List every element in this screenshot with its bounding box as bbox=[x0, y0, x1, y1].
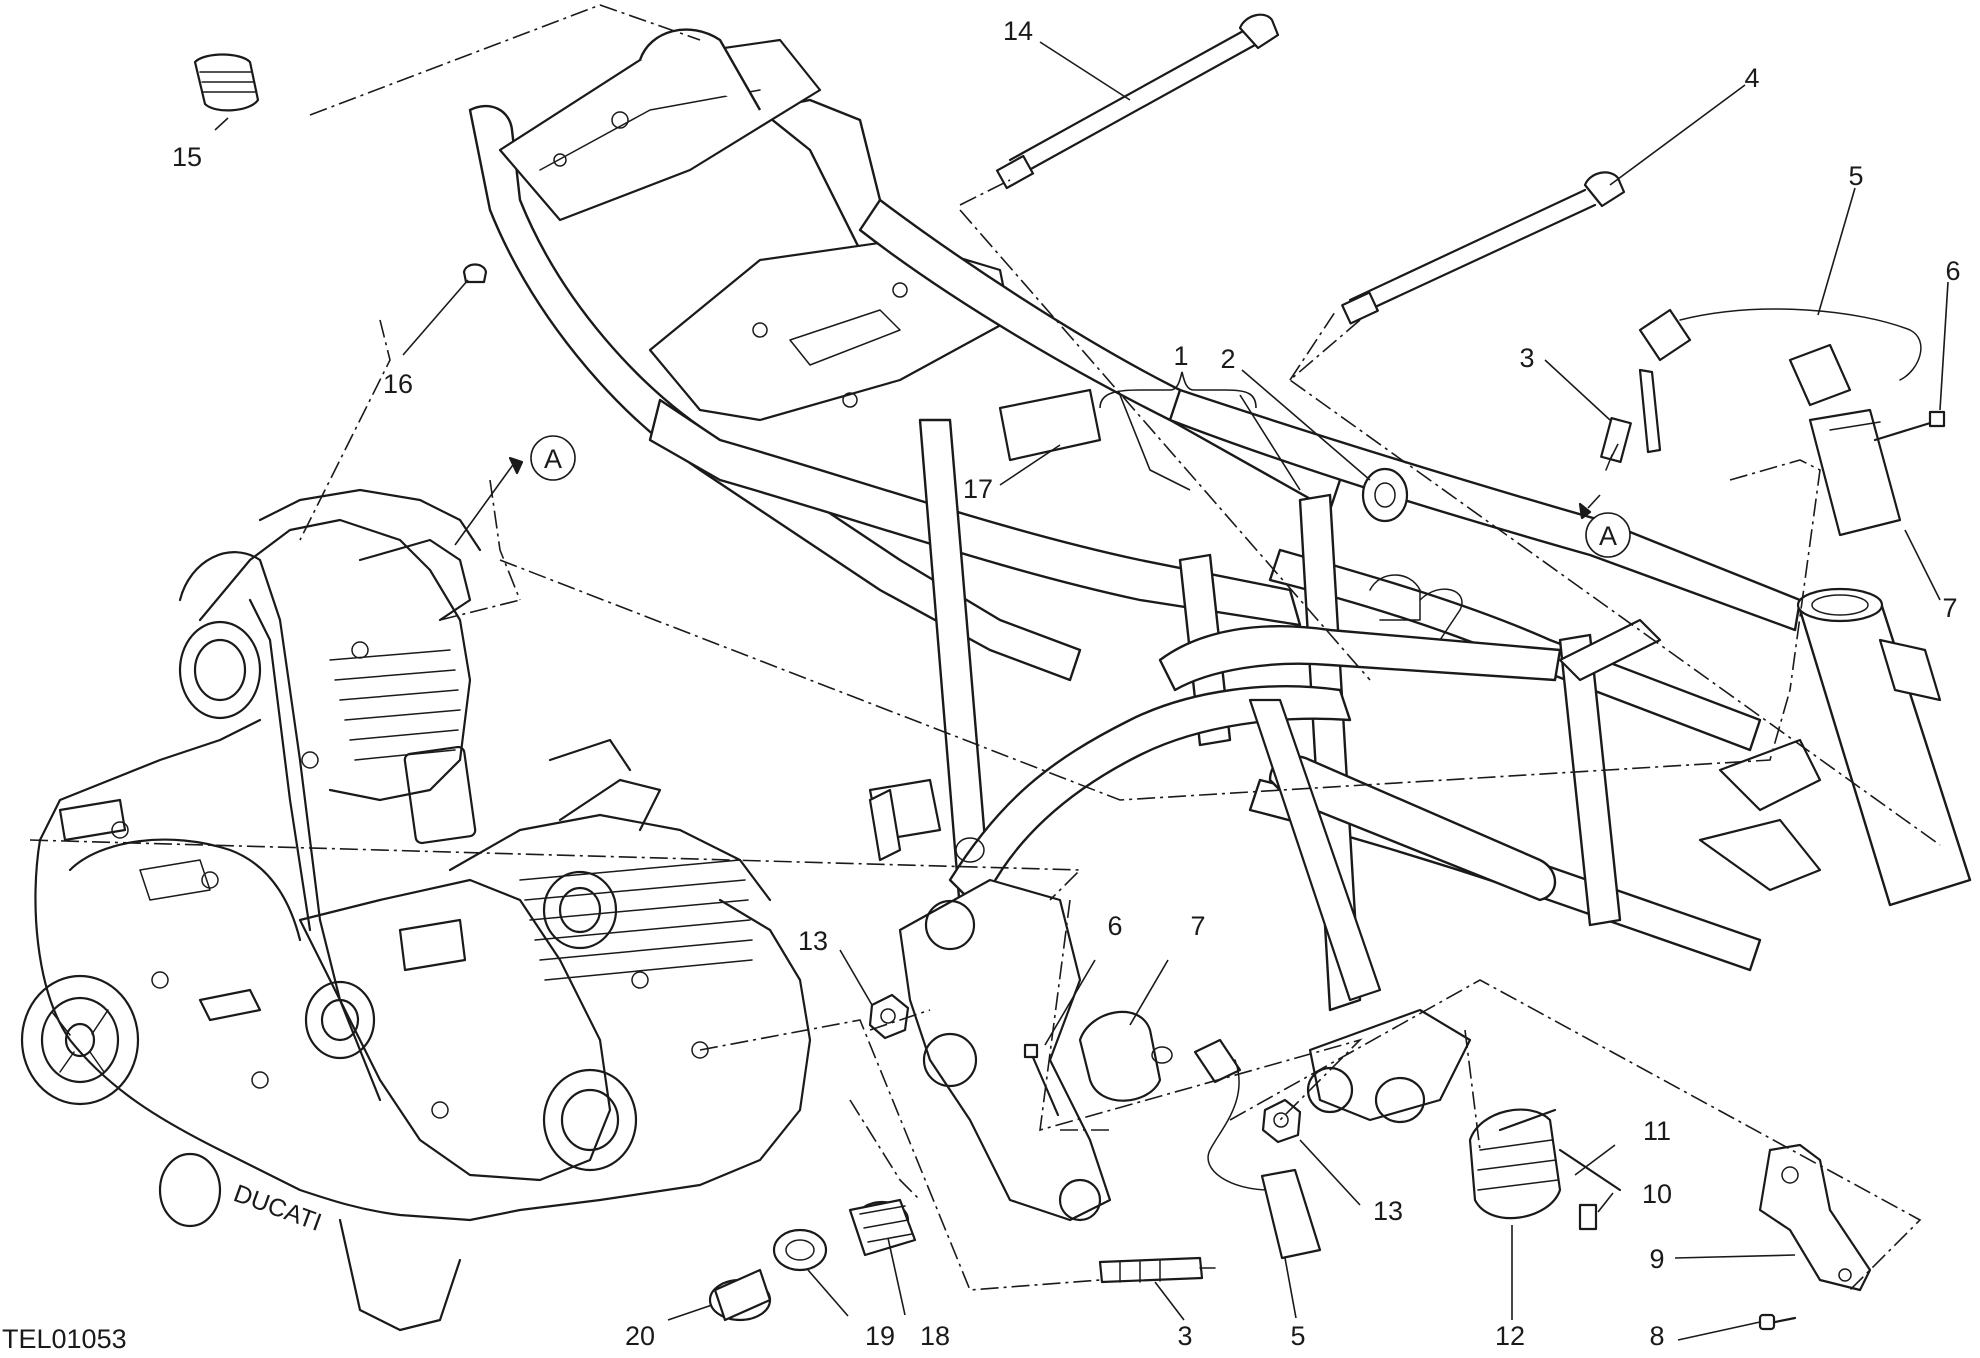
label-3-lower: 3 bbox=[1177, 1321, 1192, 1351]
label-5-upper: 5 bbox=[1848, 161, 1863, 191]
bolt-20 bbox=[708, 1268, 772, 1322]
label-20: 20 bbox=[625, 1321, 655, 1351]
label-6-upper: 6 bbox=[1945, 256, 1960, 286]
label-2: 2 bbox=[1220, 344, 1235, 374]
label-19: 19 bbox=[865, 1321, 895, 1351]
label-13-left: 13 bbox=[798, 926, 828, 956]
label-5-lower: 5 bbox=[1290, 1321, 1305, 1351]
washer-11 bbox=[1558, 1148, 1622, 1192]
engine-brand-stamp: DUCATI bbox=[230, 1179, 325, 1237]
reference-a-upper: A bbox=[530, 435, 576, 481]
drawing-code: TEL01053 bbox=[2, 1324, 127, 1354]
label-14: 14 bbox=[1003, 16, 1033, 46]
bracket-9 bbox=[1758, 1143, 1872, 1292]
reference-a-lower-text: A bbox=[1599, 521, 1617, 551]
screw-6-upper bbox=[1873, 410, 1946, 442]
vin-plate bbox=[998, 388, 1102, 462]
through-bolt-14 bbox=[995, 13, 1280, 190]
label-11: 11 bbox=[1643, 1116, 1671, 1146]
screw-8 bbox=[1758, 1313, 1797, 1331]
bushing-2 bbox=[1361, 467, 1409, 523]
label-12: 12 bbox=[1495, 1321, 1525, 1351]
rubber-boot-15 bbox=[193, 53, 260, 112]
ht-cable-upper bbox=[1638, 308, 1922, 407]
label-18: 18 bbox=[920, 1321, 950, 1351]
label-3-upper: 3 bbox=[1519, 343, 1534, 373]
screw-10 bbox=[1578, 1203, 1598, 1231]
horn-12 bbox=[1468, 1108, 1562, 1220]
label-9: 9 bbox=[1649, 1244, 1664, 1274]
part-labels: 1 2 3 4 5 6 7 14 15 16 17 13 6 7 13 11 1… bbox=[172, 16, 1961, 1351]
label-4: 4 bbox=[1744, 63, 1759, 93]
label-17: 17 bbox=[963, 474, 993, 504]
spark-plug-lower bbox=[1098, 1256, 1216, 1284]
reference-a-upper-text: A bbox=[544, 444, 562, 474]
nut-13-right bbox=[1261, 1098, 1302, 1144]
ignition-coil-upper bbox=[1808, 408, 1902, 537]
label-16: 16 bbox=[383, 369, 413, 399]
label-6-lower: 6 bbox=[1107, 911, 1122, 941]
label-7-lower: 7 bbox=[1190, 911, 1205, 941]
nut-13-left bbox=[868, 993, 910, 1040]
ht-cable-lower bbox=[1193, 1038, 1322, 1260]
assembly-lines bbox=[29, 4, 1941, 1291]
leader-lines bbox=[214, 41, 1949, 1341]
label-13-right: 13 bbox=[1373, 1196, 1403, 1226]
frame-trellis bbox=[468, 28, 1972, 1222]
grommet-16 bbox=[462, 263, 488, 284]
ring-nut-19 bbox=[772, 1228, 828, 1272]
label-1: 1 bbox=[1173, 341, 1188, 371]
label-7-upper: 7 bbox=[1942, 593, 1957, 623]
through-bolt-4 bbox=[1341, 171, 1626, 325]
label-10: 10 bbox=[1642, 1179, 1672, 1209]
engine-assembly: DUCATI bbox=[20, 488, 812, 1332]
label-8: 8 bbox=[1649, 1321, 1664, 1351]
ignition-coil-lower bbox=[1078, 1010, 1173, 1102]
screw-6-lower bbox=[1023, 1043, 1060, 1117]
reference-a-lower: A bbox=[1585, 512, 1631, 558]
bushing-18 bbox=[848, 1198, 917, 1257]
label-15: 15 bbox=[172, 142, 202, 172]
